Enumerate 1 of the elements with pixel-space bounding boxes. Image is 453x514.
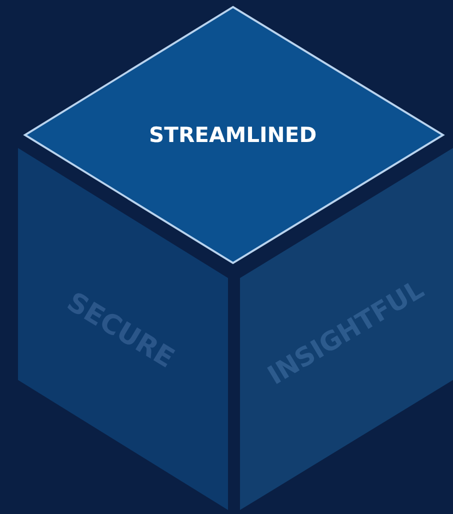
face-label: STREAMLINED — [149, 123, 317, 147]
